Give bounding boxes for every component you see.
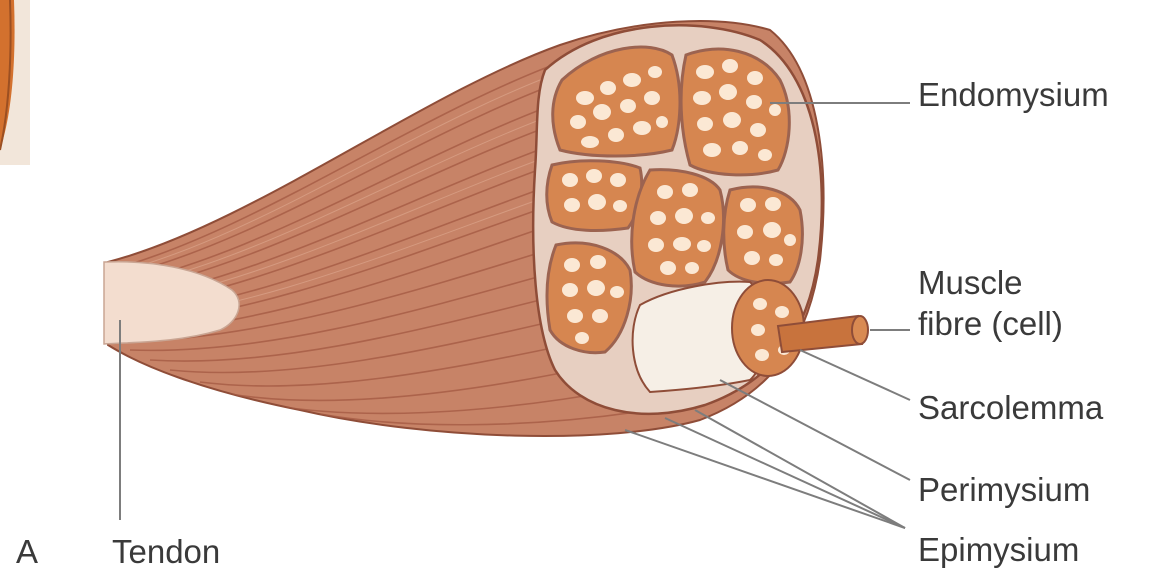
leader-line-epimysium-c	[695, 410, 905, 528]
label-sarcolemma: Sarcolemma	[918, 391, 1103, 424]
leader-line-epimysium-b	[665, 418, 905, 528]
leader-line-perimysium	[720, 380, 910, 480]
label-muscle-fibre-line2: fibre (cell)	[918, 303, 1063, 344]
label-muscle-fibre-line1: Muscle	[918, 262, 1063, 303]
fascicle	[632, 170, 724, 286]
label-tendon: Tendon	[112, 535, 220, 568]
sarcolemma-sleeve	[633, 280, 804, 392]
label-perimysium: Perimysium	[918, 473, 1090, 506]
label-muscle-fibre: Muscle fibre (cell)	[918, 262, 1063, 345]
neighbour-muscle-strip	[0, 0, 30, 165]
leader-line-sarcolemma	[800, 350, 910, 400]
figure-letter: A	[16, 535, 38, 568]
label-endomysium: Endomysium	[918, 78, 1109, 111]
label-epimysium: Epimysium	[918, 533, 1079, 566]
leader-line-epimysium-a	[625, 430, 905, 528]
